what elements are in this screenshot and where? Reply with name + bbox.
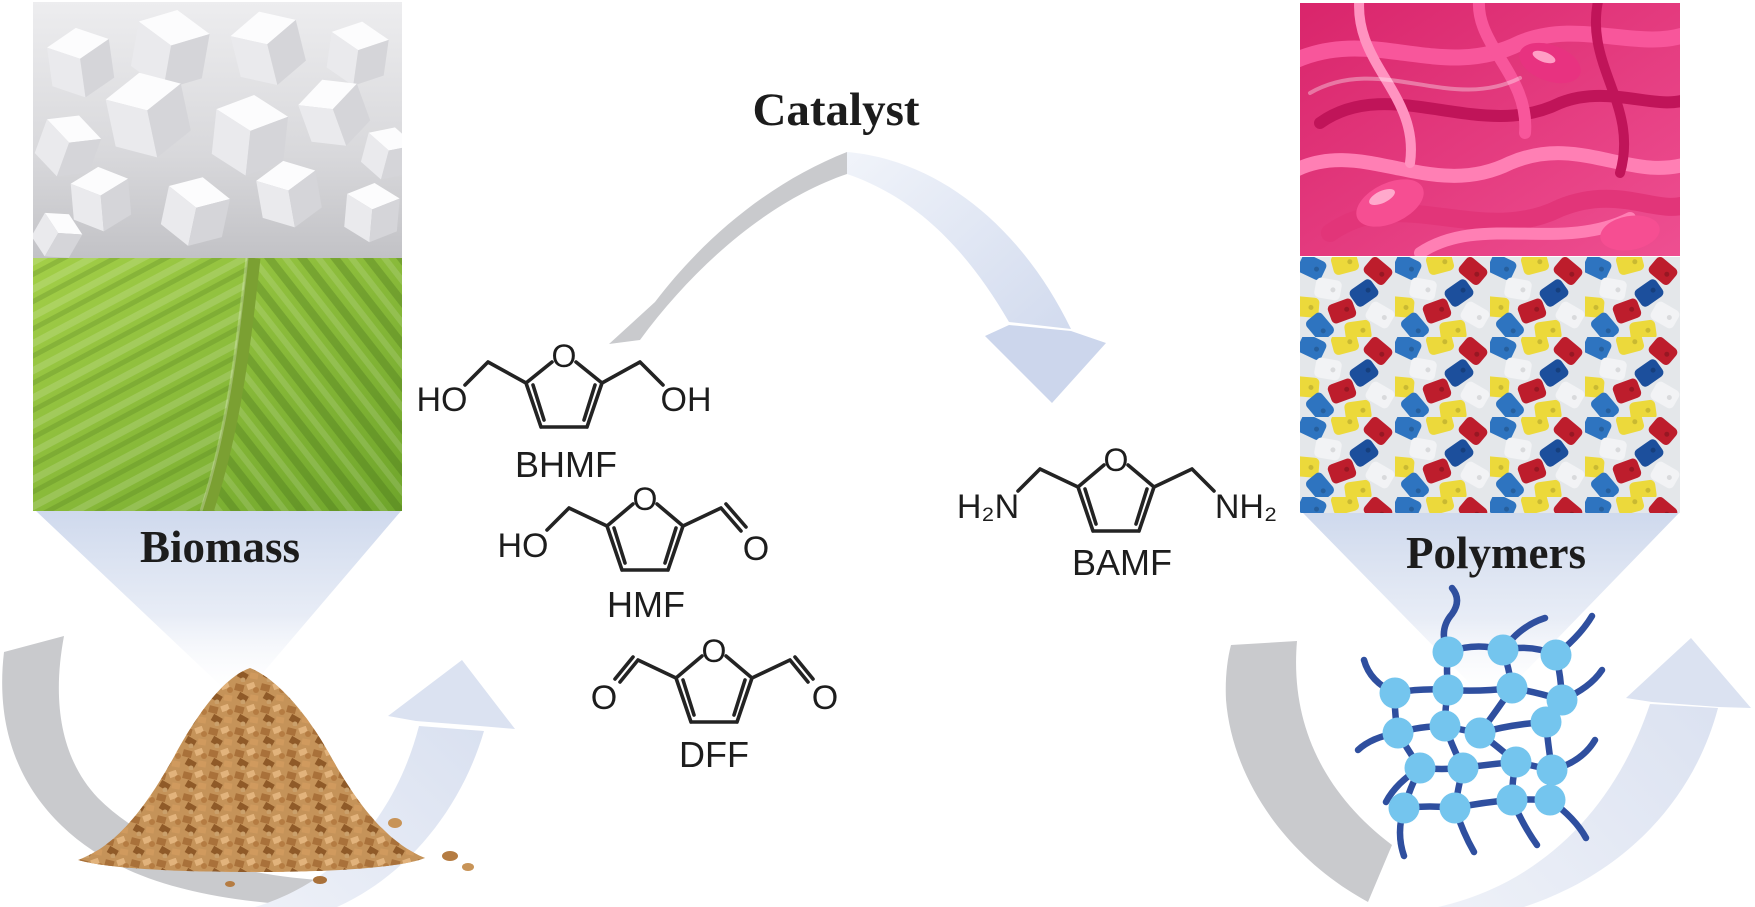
recycle-right-arrowhead-icon — [1626, 638, 1751, 708]
catalyst-arc-blue-half — [847, 152, 1071, 329]
hmf-structure — [545, 502, 748, 572]
recycle-arrow-right — [1225, 638, 1751, 907]
bhmf-structure — [463, 360, 665, 429]
bhmf-name-label: BHMF — [515, 444, 617, 485]
polymers-funnel — [1303, 513, 1679, 706]
pink-cutlery-photo — [1300, 3, 1680, 256]
hmf-left-group-label: HO — [498, 527, 549, 565]
dff-structure — [613, 654, 815, 724]
dff-left-oxygen-label: O — [591, 679, 617, 717]
recycle-arrow-left — [2, 636, 515, 907]
recycle-left-blue-body — [255, 726, 484, 907]
recycle-right-gray-crescent — [1225, 641, 1392, 902]
dff-ring-oxygen-label: O — [702, 633, 727, 669]
bamf-structure — [1016, 463, 1216, 533]
bamf-name-label: BAMF — [1072, 542, 1172, 583]
dff-name-label: DFF — [679, 734, 749, 775]
catalyst-arc-gray-half — [609, 152, 847, 344]
polymer-network-illustration — [1354, 584, 1606, 860]
recycle-left-gray-crescent — [2, 636, 335, 907]
polymers-label: Polymers — [1406, 528, 1586, 578]
biomass-label: Biomass — [139, 522, 301, 572]
hmf-aldehyde-oxygen-label: O — [743, 530, 769, 568]
plastic-pellets-photo — [1300, 257, 1680, 513]
biomass-funnel — [36, 511, 401, 702]
catalyst-arc-arrow — [609, 152, 1106, 403]
bhmf-ring-oxygen-label: O — [552, 338, 577, 374]
recycle-right-blue-body — [1438, 704, 1718, 907]
bamf-right-group-label: NH₂ — [1215, 488, 1277, 526]
dff-right-oxygen-label: O — [812, 679, 838, 717]
recycle-left-arrowhead-icon — [388, 660, 515, 729]
hmf-name-label: HMF — [607, 584, 685, 625]
biomass-pile-illustration — [78, 668, 474, 887]
sugar-cubes-photo — [33, 2, 402, 258]
bhmf-left-group-label: HO — [417, 381, 468, 419]
green-leaf-photo — [33, 258, 402, 511]
catalyst-label: Catalyst — [752, 84, 920, 136]
bamf-ring-oxygen-label: O — [1104, 442, 1129, 478]
catalyst-arrowhead-icon — [985, 325, 1106, 403]
bhmf-right-group-label: OH — [661, 381, 712, 419]
bamf-left-group-label: H₂N — [957, 488, 1019, 526]
hmf-ring-oxygen-label: O — [633, 481, 658, 517]
